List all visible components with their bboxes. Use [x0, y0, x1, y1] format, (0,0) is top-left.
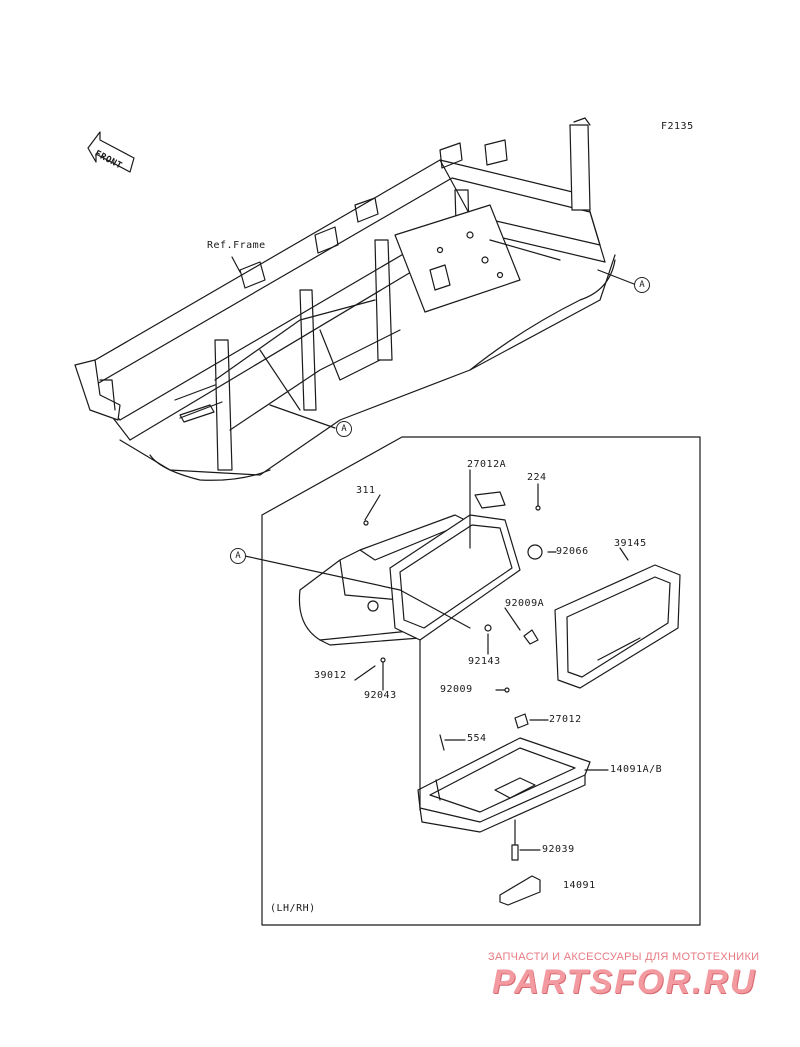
variant-note: (LH/RH)	[270, 903, 316, 914]
part-27012: 27012	[549, 714, 582, 725]
callout-a-lower: A	[336, 421, 352, 437]
watermark-logo: PARTSFOR.RU	[492, 963, 757, 1001]
part-311: 311	[356, 485, 376, 496]
front-arrow-icon	[87, 131, 135, 173]
callout-a-upper: A	[634, 277, 650, 293]
ref-frame-label: Ref.Frame	[207, 240, 266, 251]
vehicle-frame	[74, 117, 616, 481]
part-92143: 92143	[468, 656, 501, 667]
gasket-39145	[554, 564, 681, 689]
part-92039: 92039	[542, 844, 575, 855]
tray-14091AB	[417, 737, 591, 833]
part-92009A: 92009A	[505, 598, 545, 609]
part-92066: 92066	[556, 546, 589, 557]
part-14091AB: 14091A/B	[610, 764, 663, 775]
detail-box-outline	[261, 436, 701, 926]
callout-a-detail: A	[230, 548, 246, 564]
part-92043: 92043	[364, 690, 397, 701]
watermark-caption: ЗАПЧАСТИ И АКСЕССУАРЫ ДЛЯ МОТОТЕХНИКИ	[488, 951, 760, 963]
part-39012: 39012	[314, 670, 347, 681]
part-224: 224	[527, 472, 547, 483]
part-554: 554	[467, 733, 487, 744]
figure-code: F2135	[661, 121, 694, 132]
part-39145: 39145	[614, 538, 647, 549]
part-14091: 14091	[563, 880, 596, 891]
part-92009: 92009	[440, 684, 473, 695]
part-27012A: 27012A	[467, 459, 507, 470]
lid-frame	[389, 491, 521, 641]
